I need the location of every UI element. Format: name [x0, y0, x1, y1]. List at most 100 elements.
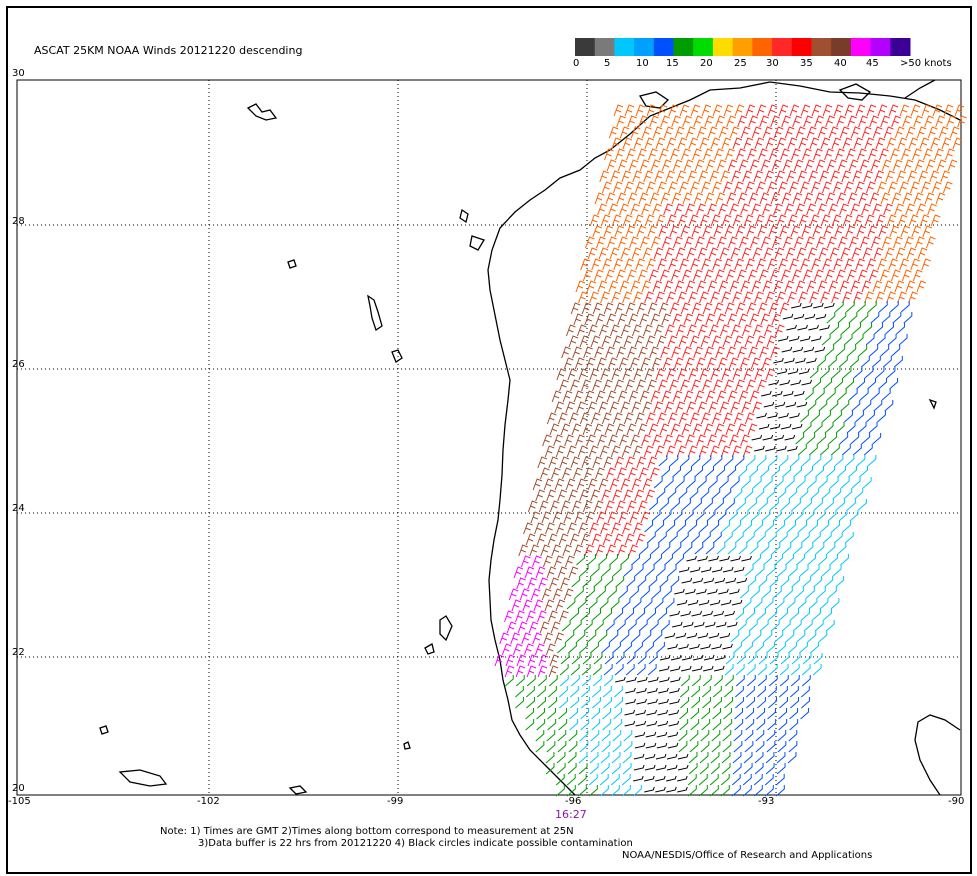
wind-barb — [595, 544, 605, 557]
wind-barb — [508, 588, 519, 601]
wind-barb — [621, 774, 631, 786]
wind-barb — [866, 258, 876, 271]
wind-barb — [644, 368, 655, 381]
wind-barb — [682, 115, 692, 128]
wind-barb — [789, 412, 800, 419]
wind-barb — [742, 774, 752, 786]
wind-barb — [611, 522, 621, 535]
legend-color-bar — [575, 38, 911, 56]
wind-barb — [714, 654, 726, 661]
wind-barb — [638, 192, 649, 205]
legend-swatch — [850, 38, 872, 56]
wind-barb — [678, 741, 688, 753]
legend-label-25: 25 — [734, 58, 747, 69]
wind-barb — [673, 357, 684, 370]
wind-barb — [767, 719, 777, 731]
wind-barb — [505, 654, 516, 667]
wind-barb — [683, 621, 694, 628]
wind-barb — [587, 247, 598, 260]
wind-barb — [716, 466, 725, 478]
wind-barb — [941, 137, 952, 150]
wind-barb — [546, 730, 556, 742]
wind-barb — [845, 225, 856, 238]
wind-barb — [677, 753, 689, 760]
wind-barb — [764, 598, 774, 610]
wind-barb — [757, 379, 767, 392]
wind-barb — [709, 445, 720, 458]
wind-barb — [766, 335, 777, 348]
wind-barb — [614, 609, 624, 621]
wind-barb — [687, 170, 697, 183]
wind-barb — [757, 664, 767, 676]
wind-barb — [733, 412, 744, 425]
wind-barb — [851, 247, 862, 260]
wind-barb — [546, 489, 556, 502]
wind-barb — [799, 642, 808, 654]
wind-barb — [631, 554, 640, 566]
wind-barb — [612, 489, 622, 502]
lon-tick-90: -90 — [948, 796, 965, 807]
wind-barb — [633, 368, 644, 381]
wind-barb — [738, 159, 749, 172]
wind-barb — [579, 565, 589, 577]
wind-barb — [906, 247, 917, 260]
wind-barb — [539, 621, 550, 634]
wind-barb — [832, 334, 842, 346]
wind-barb — [739, 236, 749, 249]
wind-barb — [883, 203, 893, 216]
wind-barb — [634, 489, 644, 502]
wind-barb — [755, 642, 764, 654]
wind-barb — [810, 642, 819, 654]
wind-barb — [839, 433, 849, 445]
wind-barb — [806, 280, 817, 293]
wind-barb — [690, 532, 700, 544]
wind-barb — [642, 554, 651, 566]
wind-barb — [748, 192, 759, 205]
wind-barb — [541, 511, 552, 524]
wind-barb — [734, 258, 744, 271]
wind-barb — [912, 269, 923, 282]
wind-barb — [854, 334, 864, 346]
wind-barb — [894, 126, 905, 139]
wind-barb — [881, 159, 892, 172]
wind-barb — [651, 357, 662, 370]
lat-tick-24: 24 — [12, 503, 25, 514]
wind-barb — [582, 423, 593, 436]
wind-barb — [632, 445, 643, 458]
lat-tick-30: 30 — [12, 68, 25, 79]
wind-barb — [620, 247, 631, 260]
wind-barb — [839, 280, 850, 293]
wind-barb — [818, 247, 829, 260]
wind-barb — [672, 313, 683, 326]
wind-barb — [630, 434, 640, 447]
wind-barb — [576, 631, 586, 643]
wind-barb — [789, 708, 799, 720]
wind-barb — [672, 543, 682, 555]
wind-barb — [813, 576, 823, 588]
wind-barb — [556, 763, 566, 775]
wind-barb — [636, 664, 646, 676]
wind-barb — [513, 566, 524, 579]
wind-barb — [526, 697, 535, 709]
wind-barb — [761, 357, 772, 370]
wind-barb — [814, 620, 824, 632]
wind-barb — [667, 742, 679, 749]
legend-swatch — [732, 38, 753, 56]
wind-barb — [724, 455, 734, 467]
wind-barb — [801, 379, 813, 386]
wind-barb — [494, 654, 505, 667]
wind-barb — [790, 455, 800, 467]
wind-barb — [841, 444, 851, 456]
wind-barb — [654, 445, 665, 458]
wind-barb — [720, 785, 730, 797]
wind-barb — [657, 258, 667, 271]
wind-barb — [638, 115, 648, 128]
wind-barb — [717, 357, 728, 370]
wind-barb — [852, 170, 862, 183]
wind-barb — [731, 599, 743, 606]
wind-barb — [789, 258, 799, 271]
wind-barb — [719, 324, 730, 337]
wind-barb — [648, 148, 658, 161]
wind-barb — [778, 412, 789, 419]
wind-barb — [813, 302, 824, 309]
